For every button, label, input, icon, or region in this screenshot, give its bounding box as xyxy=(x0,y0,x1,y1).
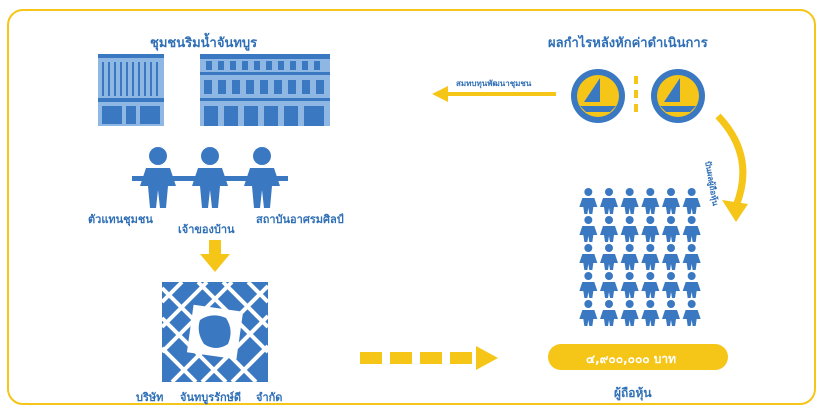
diagram-frame xyxy=(7,9,816,405)
person-icon xyxy=(579,188,598,214)
to-community-label: สมทบทุนพัฒนาชุมชน xyxy=(456,79,532,88)
person-icon xyxy=(662,300,680,326)
person-icon xyxy=(620,216,639,242)
person-icon xyxy=(620,272,639,298)
person-icon xyxy=(620,188,639,214)
person-icon xyxy=(600,188,618,214)
amount-text: ๔,๙๐๐,๐๐๐ บาท xyxy=(586,352,677,366)
community-rep-label: ตัวแทนชุมชน xyxy=(88,213,153,226)
people-holding-hands-icon xyxy=(132,147,288,208)
person-icon xyxy=(620,300,639,326)
boat-coin-icon xyxy=(571,69,705,123)
person-icon xyxy=(682,188,701,214)
company-name-1: บริษัท xyxy=(136,391,164,404)
shophouse-icon xyxy=(98,54,330,126)
dashed-right-arrow-icon xyxy=(360,346,498,370)
person-icon xyxy=(662,188,680,214)
owner-label: เจ้าของบ้าน xyxy=(178,223,235,236)
curved-arrow-icon xyxy=(715,113,748,222)
person-icon xyxy=(682,300,701,326)
institute-label: สถาบันอาศรมศิลป์ xyxy=(256,213,344,226)
left-arrow-icon xyxy=(432,86,556,102)
shareholder-grid xyxy=(579,188,701,326)
person-icon xyxy=(641,216,660,242)
person-icon xyxy=(600,300,618,326)
person-icon xyxy=(662,216,680,242)
person-icon xyxy=(620,244,639,270)
person-icon xyxy=(600,244,618,270)
profit-title: ผลกำไรหลังหักค่าดำเนินการ xyxy=(548,36,708,51)
person-icon xyxy=(641,244,660,270)
person-icon xyxy=(600,272,618,298)
amount-pill xyxy=(548,344,728,370)
person-icon xyxy=(579,272,598,298)
person-icon xyxy=(641,300,660,326)
person-icon xyxy=(579,244,598,270)
person-icon xyxy=(662,244,680,270)
person-icon xyxy=(641,188,660,214)
person-icon xyxy=(682,272,701,298)
person-icon xyxy=(662,272,680,298)
company-name-2: จันทบูรรักษ์ดี xyxy=(180,391,242,404)
community-title: ชุมชนริมน้ำจันทบูร xyxy=(150,36,258,51)
person-icon xyxy=(682,244,701,270)
woven-logo-icon xyxy=(160,280,270,384)
down-arrow-icon xyxy=(200,240,230,272)
company-name-3: จำกัด xyxy=(256,391,283,404)
person-icon xyxy=(579,300,598,326)
person-icon xyxy=(641,272,660,298)
person-icon xyxy=(682,216,701,242)
shareholders-label: ผู้ถือหุ้น xyxy=(614,386,652,400)
person-icon xyxy=(579,216,598,242)
person-icon xyxy=(600,216,618,242)
